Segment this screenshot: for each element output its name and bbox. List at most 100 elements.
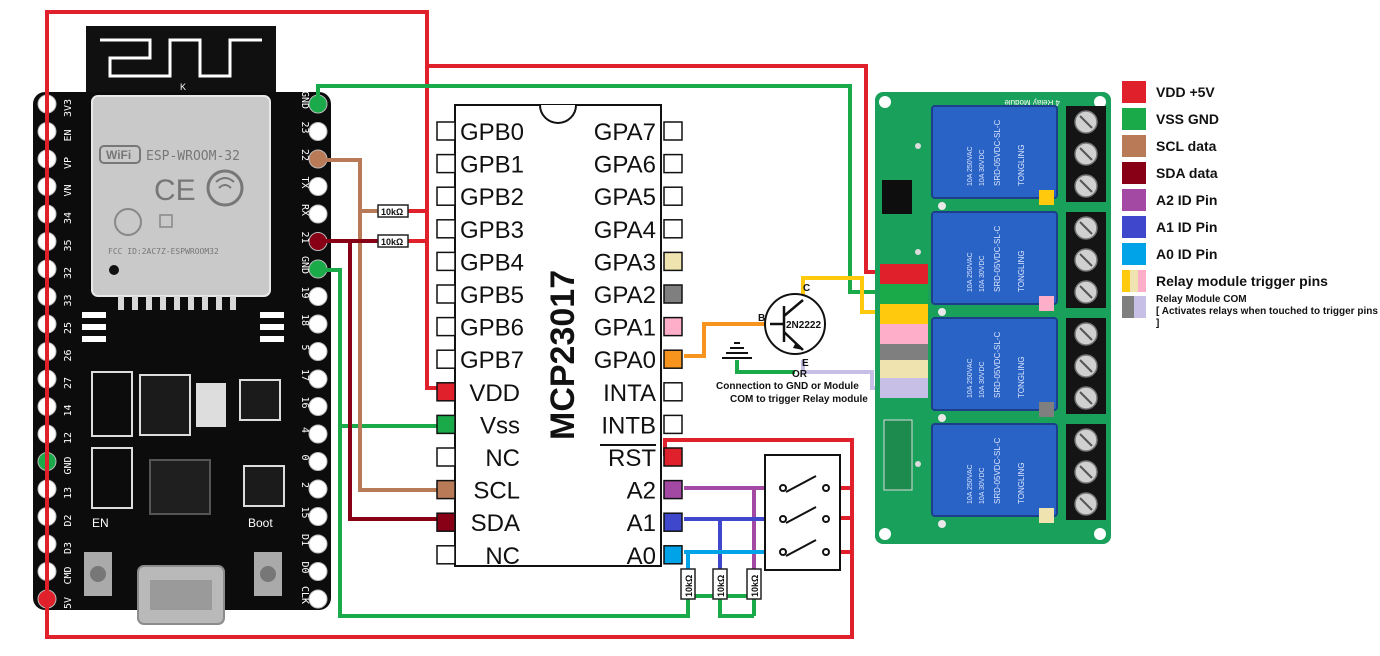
relay-rating: 10A 30VDC: [979, 467, 986, 504]
esp-pin-label: 17: [299, 369, 310, 381]
usb-uart-chip: [149, 459, 211, 515]
voltage-regulator: [139, 374, 191, 436]
relay-3: [931, 317, 1058, 411]
esp-pin-label: TX: [299, 177, 310, 189]
esp-pin-label: EN: [63, 129, 74, 141]
legend-label: VDD +5V: [1156, 83, 1215, 100]
chip-pin-gpa5: [663, 186, 683, 206]
esp-pin-label: 5V: [63, 597, 74, 609]
esp-pin-tx: [308, 177, 328, 196]
relay-brand: TONGLING: [1017, 144, 1026, 186]
esp-pin-label: D0: [299, 562, 310, 574]
relay-trigger-pad-2: [1039, 296, 1054, 311]
esp-pin-label: 26: [63, 349, 74, 361]
chip-pin-label: NC: [485, 445, 520, 472]
boot-label: Boot: [248, 516, 273, 530]
chip-pin-label: RST: [608, 445, 656, 472]
esp-pin-label: 35: [63, 239, 74, 251]
esp-pin-label: 33: [63, 294, 74, 306]
esp-pin-label: CLK: [299, 586, 310, 604]
resistor-scl: 10kΩ: [377, 204, 409, 218]
collector-label: C: [803, 283, 810, 294]
esp-pin-label: 27: [63, 377, 74, 389]
esp-pin-label: CMD: [63, 566, 74, 584]
relay-array: SRD-05VDC-SL-C TONGLING 10A 250VAC 10A 30VD…: [915, 105, 1106, 528]
legend-swatch: [1122, 107, 1146, 130]
base-label: B: [758, 313, 765, 324]
esp-pin-19: [308, 287, 328, 306]
chip-pin-label: A2: [627, 478, 656, 505]
resistor-sda-label: 10kΩ: [381, 237, 403, 247]
chip-pin-gpb5-5: [436, 284, 456, 304]
relay-rating: 10A 250VAC: [967, 358, 974, 398]
legend-note: [ Activates relays when touched to trigg…: [1156, 306, 1378, 329]
chip-pin-label: GPB7: [460, 347, 524, 374]
chip-pin-label: GPB0: [460, 119, 524, 146]
chip-pin-label: GPB5: [460, 282, 524, 309]
legend-swatch: [1122, 269, 1146, 292]
resistor-a0: 10kΩ: [680, 568, 696, 600]
chip-pin-rst: [663, 447, 683, 467]
legend-label: A2 ID Pin: [1156, 191, 1218, 208]
esp-pin-label: 16: [299, 397, 310, 409]
chip-body: [454, 104, 662, 567]
wifi-badge: WiFi: [106, 148, 131, 162]
legend-label: SDA data: [1156, 164, 1218, 181]
chip-pin-label: Vss: [480, 412, 520, 439]
chip-pin-label: GPA2: [594, 282, 656, 309]
esp-pin-label: 21: [299, 232, 310, 244]
legend-item-sda: SDA data: [1122, 159, 1378, 186]
chip-right-pins: GPA7GPA6GPA5GPA4GPA3GPA2GPA1GPA0INTAINTB…: [594, 119, 683, 570]
esp-pin-15: [308, 507, 328, 526]
chip-pin-gpb6-6: [436, 316, 456, 337]
jumper-header: [882, 180, 912, 214]
chip-pin-label: A0: [627, 543, 656, 570]
resistor-scl-label: 10kΩ: [381, 207, 403, 217]
legend-item-a1: A1 ID Pin: [1122, 213, 1378, 240]
transistor-2n2222: 2N2222 B C E OR: [758, 283, 826, 380]
chip-pin-a2: [663, 479, 683, 500]
esp-pin-label: VN: [63, 184, 74, 196]
relay-brand: TONGLING: [1017, 356, 1026, 398]
esp-pin-label: 2: [299, 482, 310, 488]
legend-label: Relay module trigger pins: [1156, 272, 1328, 289]
chip-pin-inta: [663, 382, 683, 402]
chip-pin-label: GPA4: [594, 217, 656, 244]
esp-pin-label: 18: [299, 314, 310, 326]
legend-label: A0 ID Pin: [1156, 245, 1218, 262]
chip-pin-nc-13: [436, 545, 456, 565]
esp-pin-label: 15: [299, 507, 310, 519]
relay-model: SRD-05VDC-SL-C: [993, 332, 1002, 398]
chip-pin-label: GPB3: [460, 217, 524, 244]
module-castellations: [118, 296, 236, 310]
wifi-logo: [99, 145, 141, 164]
relay-rating: 10A 30VDC: [979, 149, 986, 186]
esp-pin-16: [308, 397, 328, 416]
address-dip-switch: [764, 454, 841, 571]
chip-pin-label: INTA: [603, 380, 656, 407]
chip-pin-gpa1: [663, 316, 683, 337]
chip-pin-label: GPA5: [594, 184, 656, 211]
trigger-header: [880, 264, 928, 398]
legend: VDD +5V VSS GND SCL data SDA data A2 ID …: [1122, 78, 1378, 329]
or-label: OR: [792, 369, 808, 380]
wifi-signal-icon: [206, 169, 244, 207]
relay-trigger-pad-3: [1039, 402, 1054, 417]
relay-model: SRD-05VDC-SL-C: [993, 438, 1002, 504]
chip-notch: [539, 104, 577, 124]
chip-pin-label: GPA1: [594, 315, 656, 342]
chip-pin-gpa0: [663, 349, 683, 369]
legend-label: Relay Module COM: [1156, 294, 1247, 305]
esp-pin-label: 25: [63, 322, 74, 334]
chip-pin-gpb1-1: [436, 153, 456, 174]
emitter-label: E: [802, 358, 809, 369]
legend-item-vss: VSS GND: [1122, 105, 1378, 132]
chip-pin-label: INTB: [601, 412, 656, 439]
chip-pin-nc-10: [436, 447, 456, 467]
relay-rating: 10A 30VDC: [979, 255, 986, 292]
legend-item-a2: A2 ID Pin: [1122, 186, 1378, 213]
chip-pin-label: GPB4: [460, 249, 524, 276]
esp-pin-4: [308, 424, 328, 444]
legend-swatch: [1122, 242, 1146, 265]
relay-brand: TONGLING: [1017, 462, 1026, 504]
